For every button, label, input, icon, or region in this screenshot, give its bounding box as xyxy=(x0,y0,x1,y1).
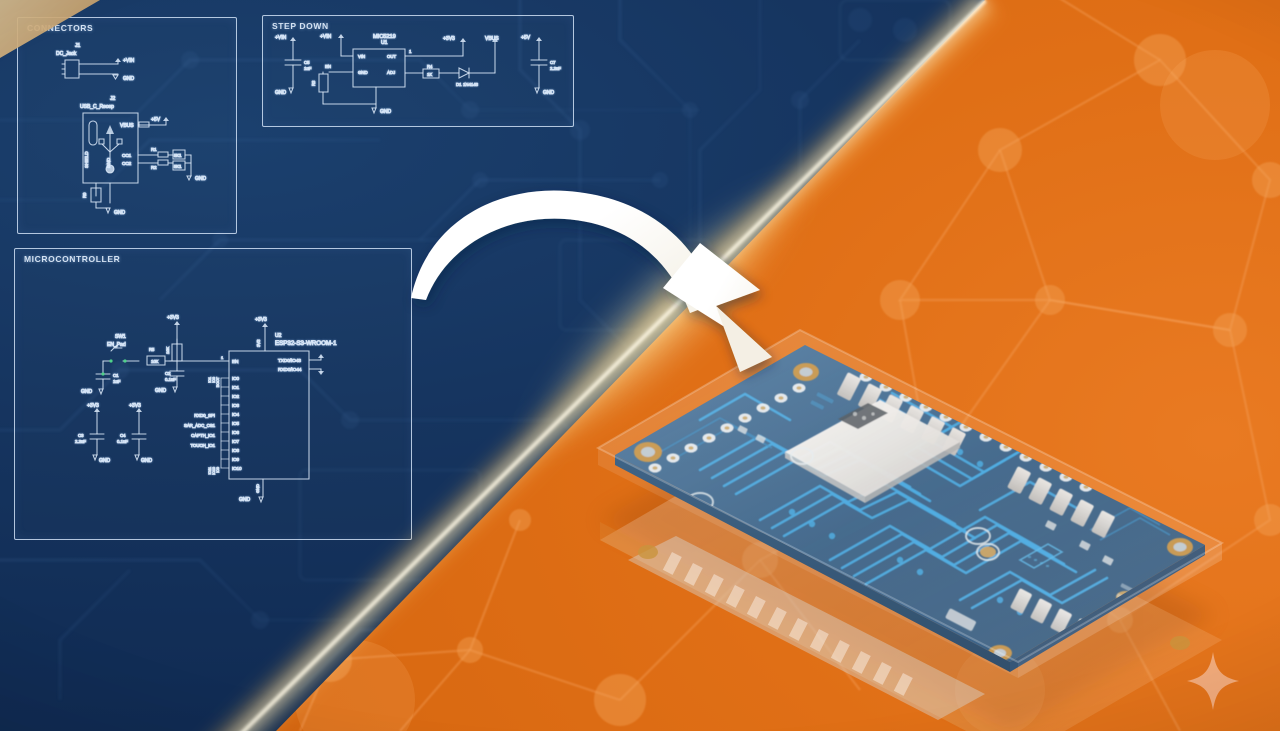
svg-text:J1: J1 xyxy=(75,43,81,49)
svg-text:+5V: +5V xyxy=(151,117,161,123)
svg-text:5K1: 5K1 xyxy=(174,153,182,158)
svg-text:2.2uF: 2.2uF xyxy=(75,439,86,444)
svg-text:5K1: 5K1 xyxy=(174,164,182,169)
svg-text:10K: 10K xyxy=(151,359,159,364)
svg-text:GND: GND xyxy=(123,76,135,82)
svg-text:GND: GND xyxy=(81,389,93,395)
svg-text:C2: C2 xyxy=(165,371,171,376)
svg-text:J2: J2 xyxy=(110,96,116,102)
svg-text:C3: C3 xyxy=(78,433,84,438)
svg-text:0.1uF: 0.1uF xyxy=(165,377,176,382)
svg-text:SW1: SW1 xyxy=(115,334,126,340)
svg-text:10K: 10K xyxy=(165,347,170,354)
svg-text:VBUS: VBUS xyxy=(120,123,134,129)
svg-text:SHIELD: SHIELD xyxy=(84,151,89,168)
svg-text:CC1: CC1 xyxy=(122,153,132,158)
svg-text:R0: R0 xyxy=(82,192,87,198)
svg-text:GND: GND xyxy=(99,458,111,464)
svg-text:1uF: 1uF xyxy=(113,379,121,384)
sparkle-star-icon xyxy=(1185,650,1241,712)
schematic-panel-connectors[interactable]: CONNECTORS J1 DC_Jack +VIN GND J2 xyxy=(17,17,237,234)
svg-text:R5: R5 xyxy=(149,347,155,352)
svg-text:C1: C1 xyxy=(113,373,119,378)
svg-text:R2: R2 xyxy=(151,165,157,170)
svg-text:R1: R1 xyxy=(151,147,157,152)
svg-text:+3V3: +3V3 xyxy=(87,403,99,409)
svg-text:GND: GND xyxy=(155,388,167,394)
svg-text:C4: C4 xyxy=(120,433,126,438)
svg-text:GND: GND xyxy=(114,210,126,216)
svg-text:DC_Jack: DC_Jack xyxy=(56,51,77,57)
svg-text:+3V3: +3V3 xyxy=(129,403,141,409)
svg-text:0.1uF: 0.1uF xyxy=(117,439,128,444)
connectors-schematic-drawing: J1 DC_Jack +VIN GND J2 USB_C_Recep xyxy=(55,42,207,216)
panel-title-microcontroller: MICROCONTROLLER xyxy=(24,254,121,264)
svg-text:USB_C_Recep: USB_C_Recep xyxy=(80,104,114,110)
svg-text:GND: GND xyxy=(106,157,111,168)
svg-text:GND: GND xyxy=(141,458,153,464)
svg-text:+VIN: +VIN xyxy=(123,58,135,64)
svg-text:CC2: CC2 xyxy=(122,161,132,166)
svg-text:+3V3: +3V3 xyxy=(167,315,179,321)
panel-title-connectors: CONNECTORS xyxy=(27,23,94,33)
